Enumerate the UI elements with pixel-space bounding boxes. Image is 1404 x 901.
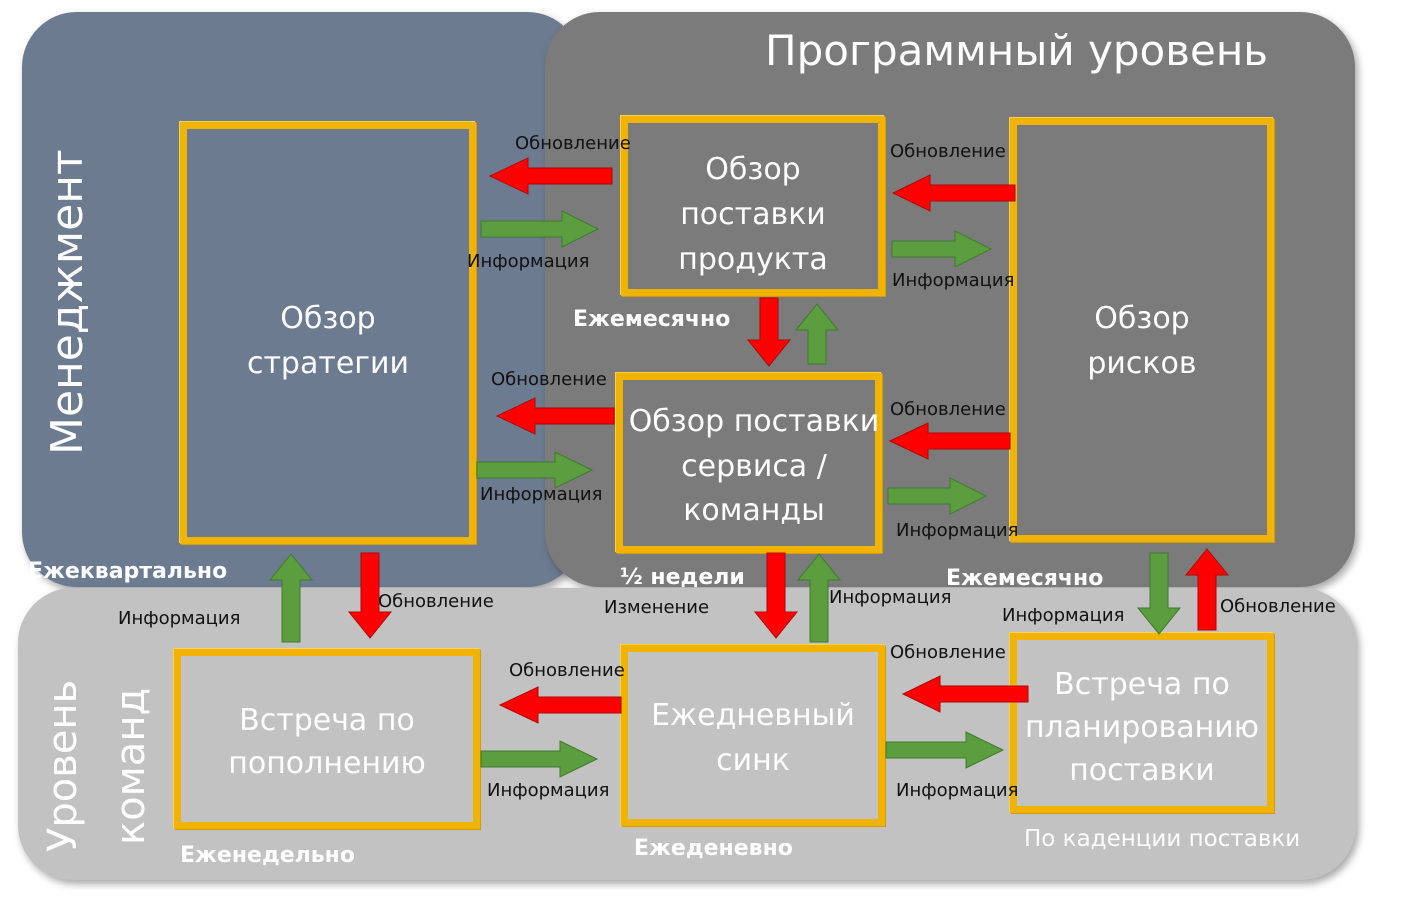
info-arrow-replenishment-to-daily	[480, 740, 599, 778]
product-delivery-label-1: Обзор	[705, 152, 801, 187]
frequency-delivery-cadence: По каденции поставки	[1024, 826, 1301, 852]
daily-sync-label-2: синк	[716, 743, 790, 778]
frequency-half-week: ½ недели	[620, 565, 745, 590]
update-label: Обновление	[509, 660, 625, 681]
frequency-quarterly: Ежеквартально	[28, 559, 228, 584]
service-delivery-review-box: Обзор поставки сервиса / команды	[616, 373, 882, 553]
program-level-title: Программный уровень	[765, 26, 1269, 75]
info-arrow-product-to-risk	[891, 230, 993, 268]
update-arrow-daily-to-replenishment	[498, 686, 622, 724]
info-label: Информация	[892, 270, 1015, 291]
update-arrow-strategy-to-replenishment	[347, 552, 393, 639]
service-delivery-label-1: Обзор поставки	[628, 404, 880, 439]
update-arrow-planning-to-risk	[1184, 548, 1230, 631]
update-label: Обновление	[1220, 596, 1336, 617]
daily-sync-label-1: Ежедневный	[651, 698, 855, 733]
info-arrow-service-to-product	[794, 303, 840, 365]
info-label: Информация	[896, 780, 1019, 801]
update-arrow-service-to-strategy	[495, 397, 615, 435]
risk-review-label-1: Обзор	[1094, 301, 1190, 336]
info-label: Информация	[829, 587, 952, 608]
frequency-monthly-risk: Ежемесячно	[946, 566, 1104, 591]
frequency-weekly: Еженедельно	[180, 843, 355, 868]
update-arrow-risk-to-service	[888, 422, 1011, 460]
strategy-review-label-2: стратегии	[246, 346, 410, 381]
update-label: Обновление	[378, 591, 494, 612]
update-arrow-product-to-service	[746, 297, 792, 367]
update-arrow-planning-to-daily	[901, 675, 1029, 713]
replenishment-label-2: пополнению	[228, 746, 426, 781]
info-arrow-service-to-risk	[887, 477, 988, 515]
product-delivery-label-2: поставки	[680, 197, 826, 232]
info-label: Информация	[467, 251, 590, 272]
strategy-review-box: Обзор стратегии	[180, 122, 476, 544]
update-label: Обновление	[890, 141, 1006, 162]
update-arrow-product-to-strategy	[488, 157, 613, 195]
product-delivery-label-3: продукта	[678, 242, 828, 277]
change-label: Изменение	[604, 597, 710, 618]
info-arrow-replenishment-to-strategy	[268, 553, 314, 643]
info-label: Информация	[896, 520, 1019, 541]
service-delivery-label-2: сервиса / команды	[681, 449, 827, 528]
replenishment-label-1: Встреча по	[239, 703, 415, 738]
info-label: Информация	[480, 484, 603, 505]
risk-review-label-2: рисков	[1087, 346, 1197, 381]
management-panel	[22, 12, 582, 587]
replenishment-meeting-box: Встреча по пополнению	[174, 649, 480, 829]
delivery-planning-label-3: поставки	[1069, 753, 1215, 788]
frequency-daily: Ежеденевно	[634, 836, 793, 861]
delivery-planning-label-1: Встреча по	[1054, 667, 1230, 702]
update-arrow-risk-to-product	[891, 174, 1016, 212]
info-arrow-daily-to-planning	[885, 731, 1005, 769]
info-arrow-daily-to-service	[796, 553, 842, 643]
info-label: Информация	[118, 608, 241, 629]
product-delivery-review-box: Обзор поставки продукта	[621, 116, 885, 296]
update-label: Обновление	[515, 133, 631, 154]
delivery-planning-meeting-box: Встреча по планированию поставки	[1010, 633, 1274, 813]
frequency-monthly-product: Ежемесячно	[573, 307, 731, 332]
delivery-planning-label-2: планированию	[1024, 710, 1260, 745]
info-label: Информация	[487, 780, 610, 801]
update-label: Обновление	[491, 369, 607, 390]
info-arrow-risk-to-planning	[1136, 552, 1182, 635]
update-label: Обновление	[890, 399, 1006, 420]
update-arrow-service-to-daily	[753, 552, 799, 639]
daily-sync-box: Ежедневный синк	[621, 645, 885, 826]
update-label: Обновление	[890, 642, 1006, 663]
info-label: Информация	[1002, 605, 1125, 626]
info-arrow-strategy-to-service	[476, 451, 594, 489]
risk-review-box: Обзор рисков	[1010, 118, 1274, 542]
strategy-review-label-1: Обзор	[280, 301, 376, 336]
info-arrow-strategy-to-product	[480, 210, 600, 248]
